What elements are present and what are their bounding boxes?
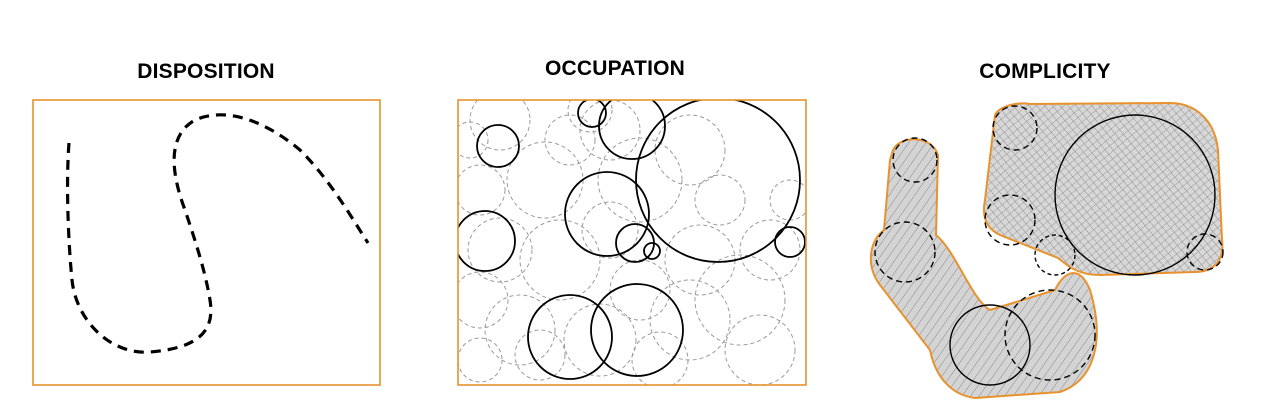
occupation-title: OCCUPATION bbox=[544, 57, 686, 80]
complicity-circles bbox=[874, 105, 1224, 386]
complicity-title: COMPLICITY bbox=[979, 60, 1111, 83]
complicity-panel bbox=[869, 101, 1224, 400]
disposition-path bbox=[65, 113, 370, 354]
disposition-title: DISPOSITION bbox=[137, 60, 275, 83]
disposition-frame bbox=[32, 99, 381, 386]
occupation-frame bbox=[457, 99, 807, 386]
complicity-upper-shape bbox=[982, 101, 1224, 277]
solid-circles bbox=[458, 100, 806, 380]
disposition-panel bbox=[32, 99, 381, 386]
occupation-panel bbox=[457, 99, 807, 386]
ghost-circles bbox=[458, 100, 806, 385]
complicity-lower-shape bbox=[869, 138, 1098, 400]
occupation-circles bbox=[458, 100, 806, 385]
